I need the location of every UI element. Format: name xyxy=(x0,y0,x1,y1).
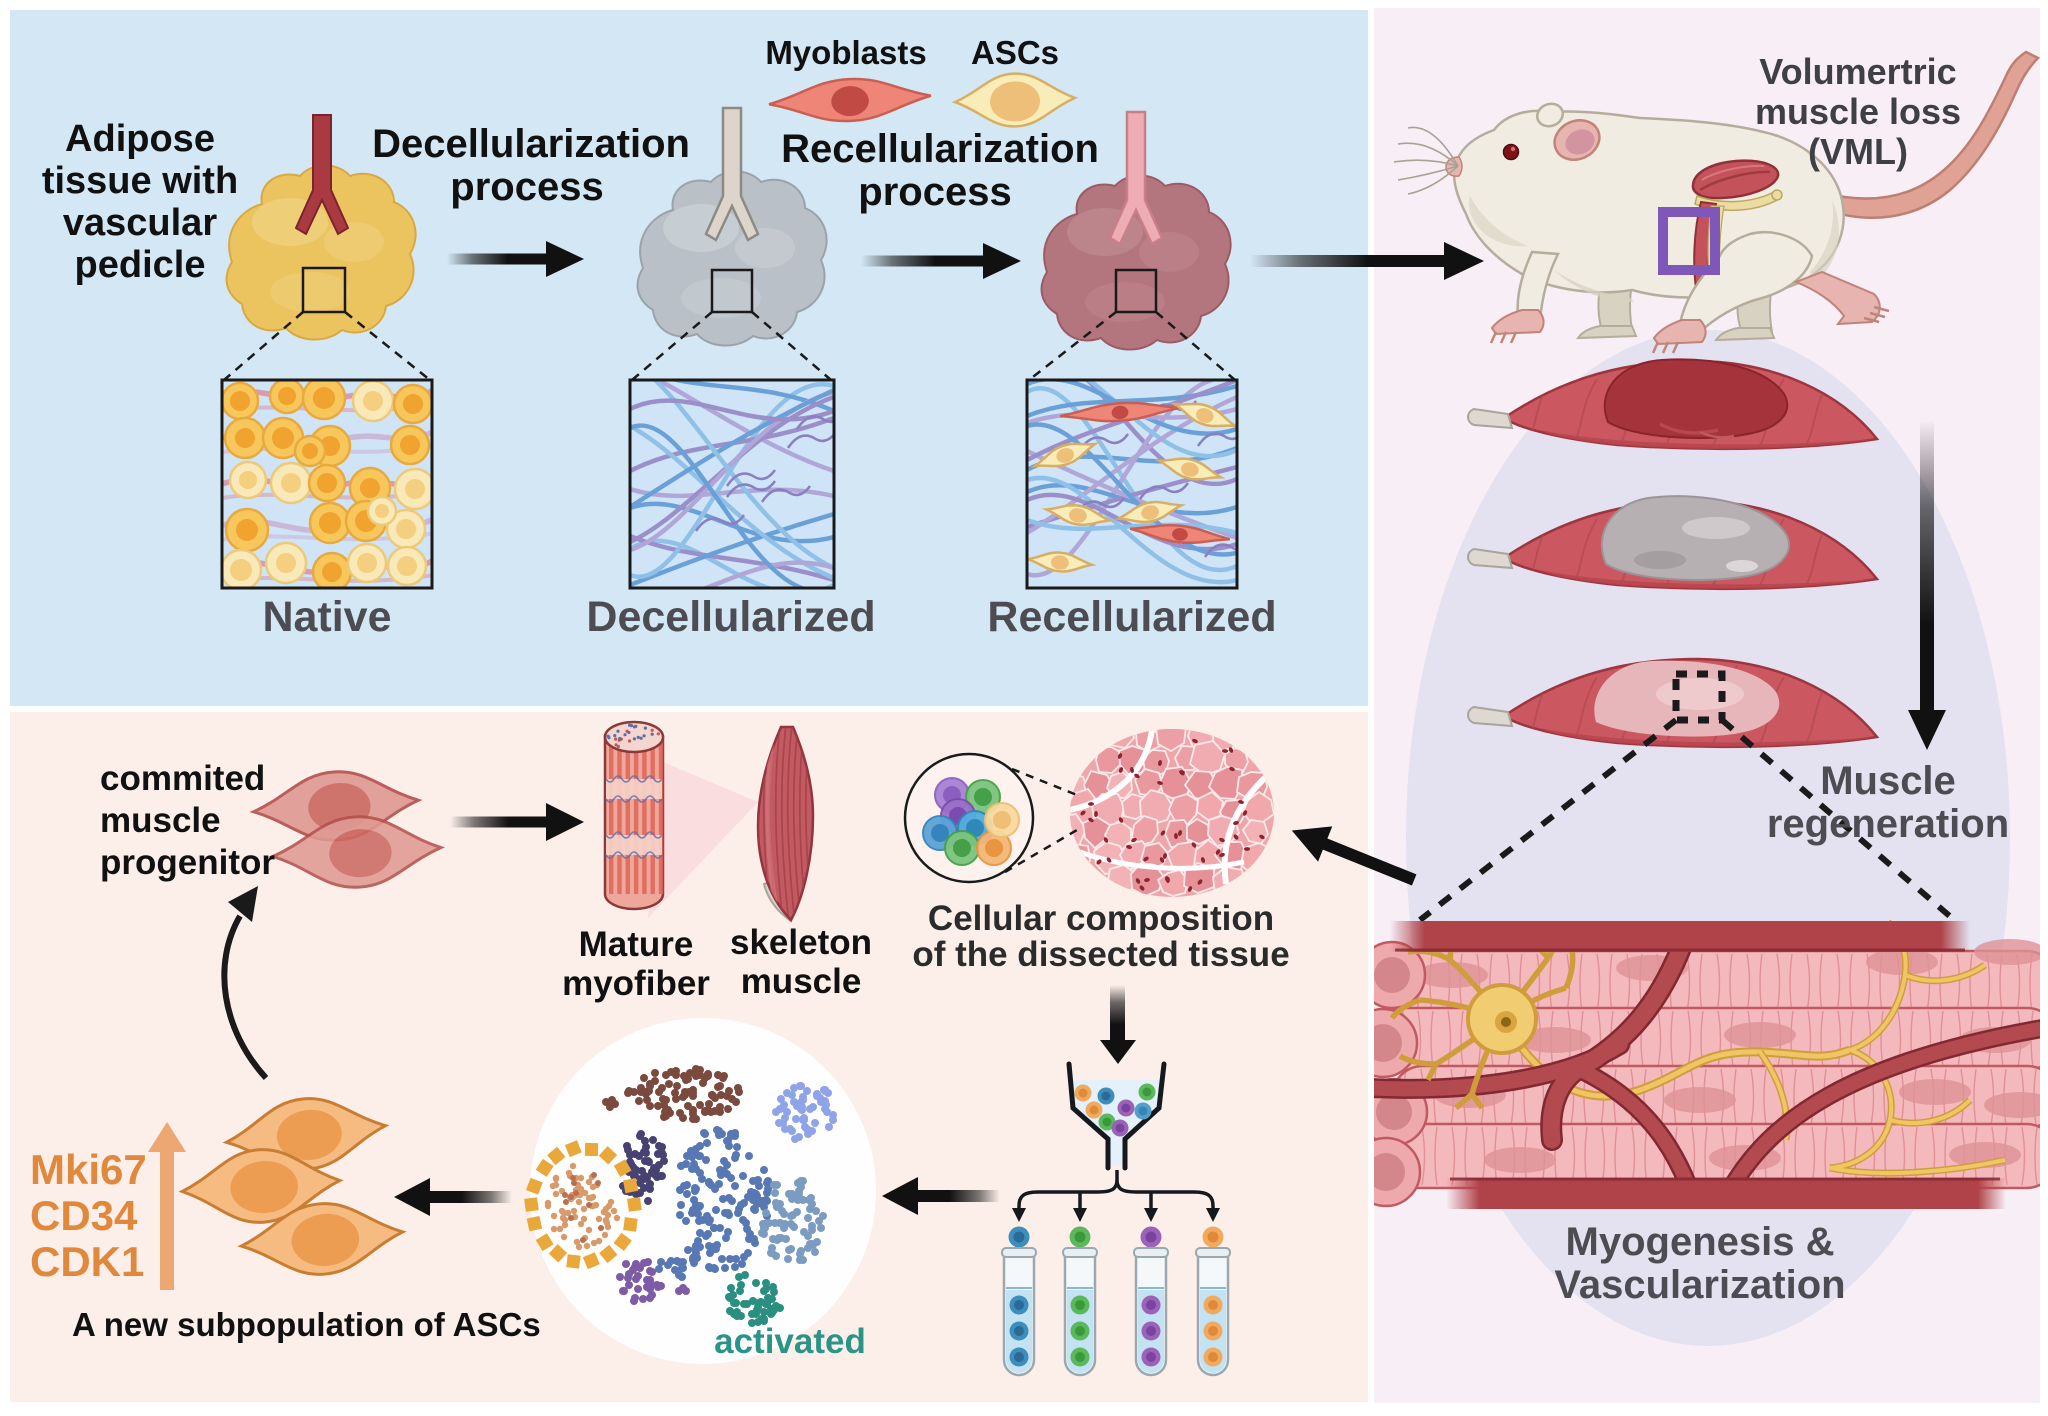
svg-text:(VML): (VML) xyxy=(1808,131,1908,172)
svg-text:Muscle: Muscle xyxy=(1820,759,1956,803)
svg-text:of the dissected tissue: of the dissected tissue xyxy=(912,935,1289,974)
svg-text:muscle: muscle xyxy=(741,962,862,1001)
svg-text:Mki67: Mki67 xyxy=(30,1146,147,1193)
svg-text:Recellularized: Recellularized xyxy=(987,593,1276,641)
svg-text:vascular: vascular xyxy=(63,202,217,244)
svg-text:tissue with: tissue with xyxy=(42,160,238,202)
svg-text:regeneration: regeneration xyxy=(1767,802,2009,846)
svg-text:Mature: Mature xyxy=(579,925,694,964)
svg-text:skeleton: skeleton xyxy=(730,923,872,962)
svg-text:activated: activated xyxy=(714,1322,866,1361)
svg-text:Decellularized: Decellularized xyxy=(586,593,875,641)
svg-text:Volumertric: Volumertric xyxy=(1759,51,1956,92)
svg-text:progenitor: progenitor xyxy=(100,843,275,882)
svg-text:Recellularization: Recellularization xyxy=(781,127,1099,171)
svg-text:Myogenesis &: Myogenesis & xyxy=(1566,1220,1835,1264)
svg-text:myofiber: myofiber xyxy=(562,964,710,1003)
svg-text:commited: commited xyxy=(100,759,265,798)
svg-text:Cellular composition: Cellular composition xyxy=(928,899,1274,938)
svg-text:Native: Native xyxy=(262,593,391,641)
svg-text:Adipose: Adipose xyxy=(65,118,215,160)
svg-text:CD34: CD34 xyxy=(30,1192,138,1239)
svg-text:muscle loss: muscle loss xyxy=(1755,91,1961,132)
svg-text:process: process xyxy=(858,170,1011,214)
svg-text:ASCs: ASCs xyxy=(971,34,1059,71)
svg-text:CDK1: CDK1 xyxy=(30,1238,144,1285)
svg-text:Vascularization: Vascularization xyxy=(1554,1263,1845,1307)
svg-text:Decellularization: Decellularization xyxy=(372,122,690,166)
svg-text:A new subpopulation of ASCs: A new subpopulation of ASCs xyxy=(72,1306,541,1343)
svg-text:Myoblasts: Myoblasts xyxy=(765,34,926,71)
svg-text:process: process xyxy=(450,165,603,209)
svg-text:muscle: muscle xyxy=(100,801,221,840)
svg-text:pedicle: pedicle xyxy=(75,244,206,286)
